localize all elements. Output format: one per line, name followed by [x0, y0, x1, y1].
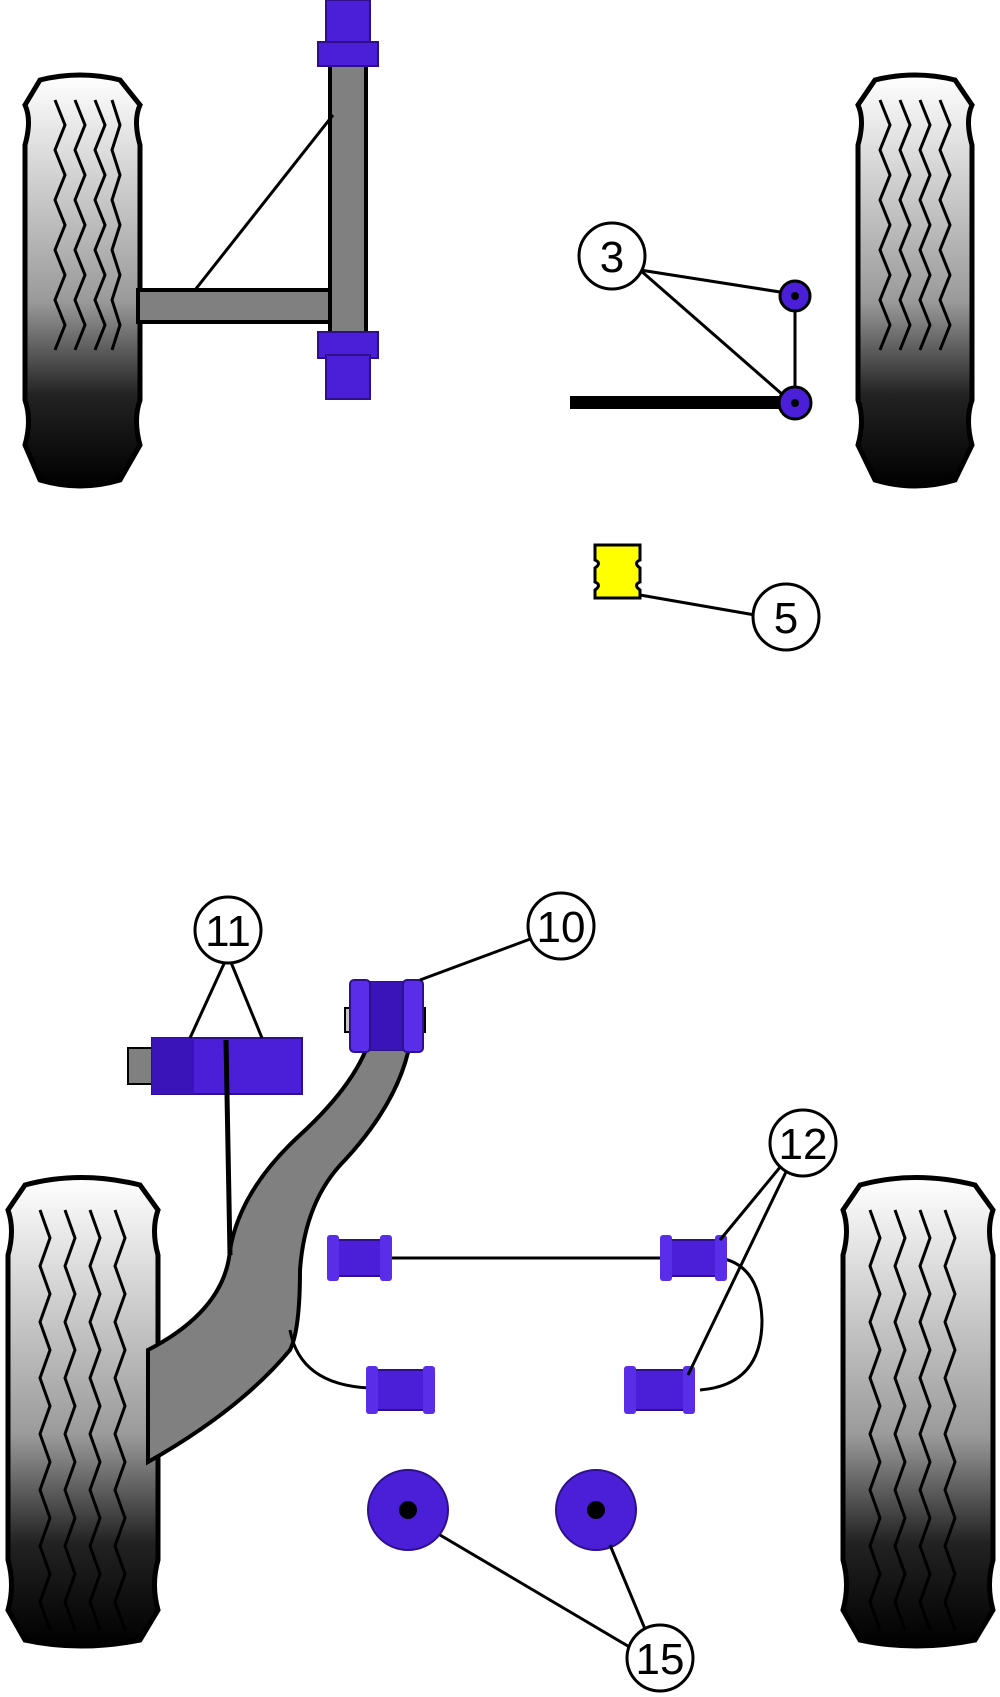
rear-link-bush-lower-left	[366, 1366, 435, 1414]
callout-5: 5	[751, 582, 821, 652]
svg-text:5: 5	[774, 594, 798, 643]
svg-text:15: 15	[636, 1635, 685, 1684]
drop-link-bottom-bush	[777, 385, 813, 421]
rear-link-bush-lower-right	[624, 1366, 695, 1414]
callout-12: 12	[768, 1108, 838, 1178]
callout-3: 3	[577, 221, 647, 291]
bump-stop-icon	[593, 543, 642, 600]
front-right-wheel	[855, 72, 975, 489]
svg-text:11: 11	[205, 907, 251, 956]
rear-link-bush-upper-right	[660, 1235, 727, 1281]
front-wishbone	[136, 53, 368, 342]
tyre-tread-icon	[53, 99, 122, 351]
tyre-tread-icon	[878, 99, 952, 351]
svg-text:3: 3	[600, 233, 624, 282]
tyre-tread-icon	[868, 1209, 957, 1631]
rear-left-wheel	[5, 1175, 161, 1649]
drop-link-top-bush	[778, 279, 812, 313]
round-bush-left	[367, 1469, 449, 1551]
callout-leaders	[188, 268, 802, 1667]
rear-beam-mount-bush	[127, 1037, 303, 1256]
svg-text:12: 12	[779, 1120, 828, 1169]
rear-right-wheel	[840, 1175, 996, 1649]
front-wishbone-top-bush	[317, 0, 379, 67]
svg-text:10: 10	[537, 903, 586, 952]
tyre-tread-icon	[38, 1209, 127, 1631]
trailing-arm-front-bush	[344, 979, 426, 1053]
rear-link-bush-upper-left	[327, 1235, 392, 1281]
front-left-wheel	[22, 72, 143, 489]
callout-15: 15	[625, 1623, 695, 1693]
round-bush-right	[555, 1469, 637, 1551]
front-wishbone-bottom-bush	[317, 331, 379, 400]
rear-trailing-arm	[146, 1024, 415, 1466]
callout-11: 11	[193, 895, 263, 965]
callout-10: 10	[526, 891, 596, 961]
front-anti-roll-bar	[570, 296, 797, 409]
